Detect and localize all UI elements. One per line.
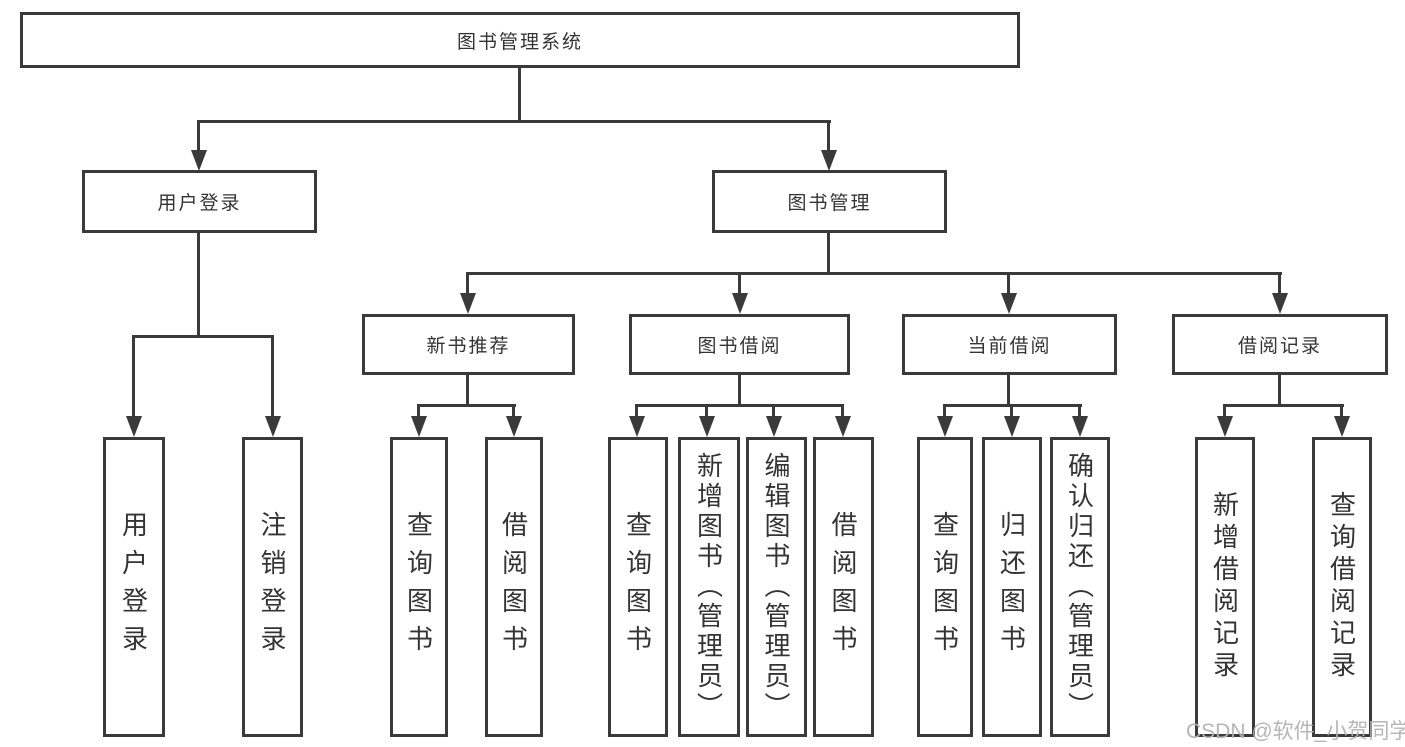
arrow-down-icon — [766, 416, 782, 437]
arrow-down-icon — [732, 293, 748, 314]
arrow-down-icon — [265, 416, 281, 437]
connector-line — [738, 272, 741, 295]
node-label: 查询图书 — [622, 511, 653, 663]
leaf-edit-books-admin: 编辑图书（管理员） — [746, 437, 807, 737]
arrow-down-icon — [460, 293, 476, 314]
leaf-query-books-borrowing: 查询图书 — [608, 437, 668, 737]
node-label: 用户登录 — [157, 193, 242, 214]
node-label: 借阅图书 — [828, 511, 858, 663]
connector-line — [635, 404, 638, 418]
connector-line — [518, 68, 521, 120]
connector-line — [1078, 404, 1081, 418]
connector-line — [841, 404, 844, 418]
connector-line — [635, 404, 844, 407]
connector-line — [197, 120, 831, 123]
node-borrowing-records: 借阅记录 — [1172, 314, 1388, 375]
node-label: 图书管理 — [787, 193, 872, 214]
leaf-return-books: 归还图书 — [982, 437, 1042, 737]
connector-line — [466, 375, 469, 407]
leaf-query-borrow-record: 查询借阅记录 — [1312, 437, 1372, 737]
arrow-down-icon — [699, 416, 715, 437]
connector-line — [132, 335, 135, 417]
leaf-logout: 注销登录 — [242, 437, 303, 737]
node-label: 查询图书 — [403, 511, 434, 663]
arrow-down-icon — [937, 416, 953, 437]
connector-line — [1340, 404, 1343, 418]
csdn-watermark: CSDN @软件_小贺同学 — [1186, 720, 1405, 743]
connector-line — [738, 375, 741, 407]
connector-line — [466, 272, 469, 295]
leaf-borrow-books-recommend: 借阅图书 — [485, 437, 543, 737]
connector-line — [466, 272, 1282, 275]
node-current-borrowing: 当前借阅 — [902, 314, 1117, 375]
connector-line — [827, 120, 830, 151]
arrow-down-icon — [506, 416, 522, 437]
arrow-down-icon — [1334, 416, 1350, 437]
node-book-borrowing: 图书借阅 — [629, 314, 850, 375]
connector-line — [827, 233, 830, 272]
node-label: 用户登录 — [118, 511, 149, 663]
node-label: 新增图书（管理员） — [693, 452, 724, 722]
node-label: 编辑图书（管理员） — [761, 452, 791, 722]
node-label: 图书借阅 — [697, 336, 782, 357]
node-label: 当前借阅 — [967, 336, 1052, 357]
node-label: 新增借阅记录 — [1209, 491, 1240, 683]
arrow-down-icon — [629, 416, 645, 437]
leaf-query-books-recommend: 查询图书 — [390, 437, 448, 737]
connector-line — [1278, 375, 1281, 407]
connector-line — [1223, 404, 1344, 407]
arrow-down-icon — [1004, 416, 1020, 437]
node-label: 查询借阅记录 — [1326, 491, 1357, 683]
node-book-management-system: 图书管理系统 — [20, 12, 1020, 68]
arrow-down-icon — [411, 416, 427, 437]
arrow-down-icon — [821, 150, 837, 171]
arrow-down-icon — [1072, 416, 1088, 437]
leaf-add-borrow-record: 新增借阅记录 — [1195, 437, 1255, 737]
connector-line — [705, 404, 708, 418]
arrow-down-icon — [191, 150, 207, 171]
node-label: 注销登录 — [257, 511, 287, 663]
leaf-user-login: 用户登录 — [103, 437, 165, 737]
node-user-login: 用户登录 — [82, 170, 317, 233]
connector-line — [1010, 404, 1013, 418]
connector-line — [197, 233, 200, 335]
connector-line — [943, 404, 946, 418]
arrow-down-icon — [835, 416, 851, 437]
node-label: 新书推荐 — [426, 336, 511, 357]
connector-line — [132, 335, 274, 338]
connector-line — [197, 120, 200, 151]
leaf-query-books-current: 查询图书 — [917, 437, 973, 737]
connector-line — [417, 404, 516, 407]
leaf-add-books-admin: 新增图书（管理员） — [678, 437, 740, 737]
leaf-confirm-return-admin: 确认归还（管理员） — [1050, 437, 1110, 737]
connector-line — [1007, 375, 1010, 407]
connector-line — [1223, 404, 1226, 418]
node-label: 确认归还（管理员） — [1064, 452, 1095, 722]
connector-line — [271, 335, 274, 417]
arrow-down-icon — [1001, 293, 1017, 314]
node-label: 查询图书 — [929, 511, 960, 663]
node-book-management: 图书管理 — [712, 170, 947, 233]
node-label: 借阅图书 — [498, 511, 529, 663]
arrow-down-icon — [1272, 293, 1288, 314]
node-label: 图书管理系统 — [456, 31, 583, 53]
connector-line — [512, 404, 515, 418]
arrow-down-icon — [126, 416, 142, 437]
connector-line — [772, 404, 775, 418]
connector-line — [1278, 272, 1281, 295]
node-label: 借阅记录 — [1237, 336, 1322, 357]
node-label: 归还图书 — [996, 511, 1027, 663]
node-new-book-recommend: 新书推荐 — [362, 314, 575, 375]
connector-line — [1007, 272, 1010, 295]
connector-line — [417, 404, 420, 418]
arrow-down-icon — [1217, 416, 1233, 437]
leaf-borrow-books-borrowing: 借阅图书 — [813, 437, 874, 737]
